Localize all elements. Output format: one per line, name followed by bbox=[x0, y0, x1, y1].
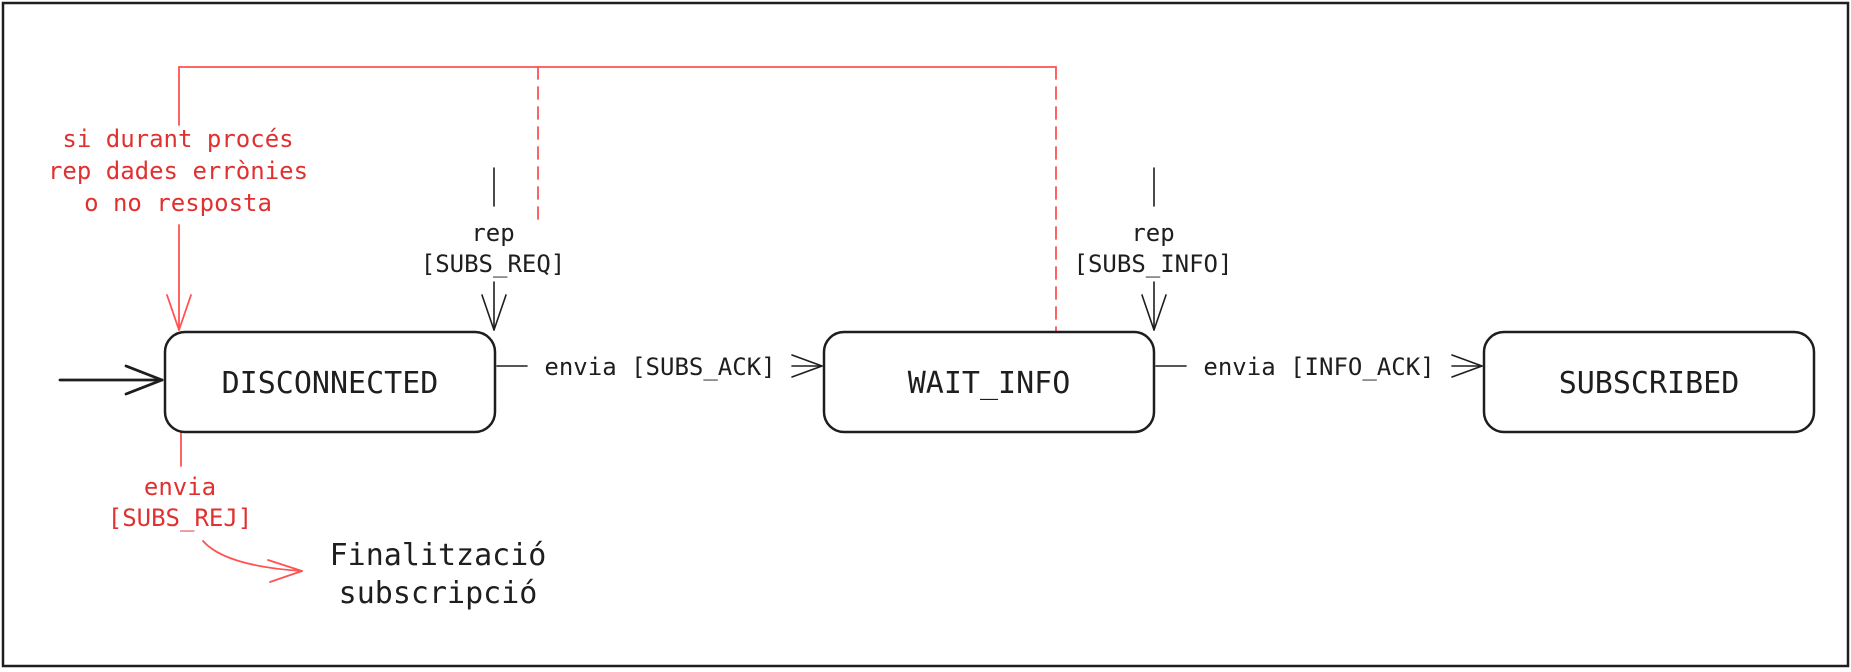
recv-subs-req-label-1: rep bbox=[471, 219, 514, 247]
error-return-path bbox=[166, 66, 1057, 333]
recv-subs-info-arrowhead bbox=[1141, 294, 1167, 331]
error-condition-label-2: rep dades errònies bbox=[48, 157, 308, 185]
recv-subs-req-arrowhead bbox=[481, 294, 507, 331]
state-subscribed[interactable]: SUBSCRIBED bbox=[1482, 330, 1816, 434]
state-subscribed-label: SUBSCRIBED bbox=[1559, 366, 1740, 401]
state-wait-info-label: WAIT_INFO bbox=[908, 366, 1071, 401]
end-label-2: subscripció bbox=[339, 576, 538, 611]
send-subs-ack-arrowhead bbox=[791, 354, 823, 378]
recv-subs-info-label-2: [SUBS_INFO] bbox=[1074, 250, 1233, 278]
send-info-ack-label: envia [INFO_ACK] bbox=[1203, 353, 1434, 381]
reject-arrow bbox=[202, 540, 303, 572]
initial-arrowhead bbox=[124, 364, 164, 396]
recv-subs-info-label-1: rep bbox=[1131, 219, 1174, 247]
recv-subs-req-label-2: [SUBS_REQ] bbox=[421, 250, 566, 278]
error-condition-label-1: si durant procés bbox=[62, 125, 293, 153]
send-subs-ack-label: envia [SUBS_ACK] bbox=[544, 353, 775, 381]
reject-label-2: [SUBS_REJ] bbox=[108, 504, 253, 532]
error-condition-label-3: o no resposta bbox=[84, 189, 272, 217]
send-info-ack-arrowhead bbox=[1451, 354, 1483, 378]
reject-arrowhead bbox=[267, 559, 303, 583]
end-label-1: Finalització bbox=[330, 538, 547, 573]
state-wait-info[interactable]: WAIT_INFO bbox=[822, 330, 1156, 434]
state-disconnected[interactable]: DISCONNECTED bbox=[163, 330, 497, 434]
state-disconnected-label: DISCONNECTED bbox=[222, 366, 439, 401]
error-arrowhead bbox=[166, 294, 192, 331]
reject-label-1: envia bbox=[144, 473, 216, 501]
